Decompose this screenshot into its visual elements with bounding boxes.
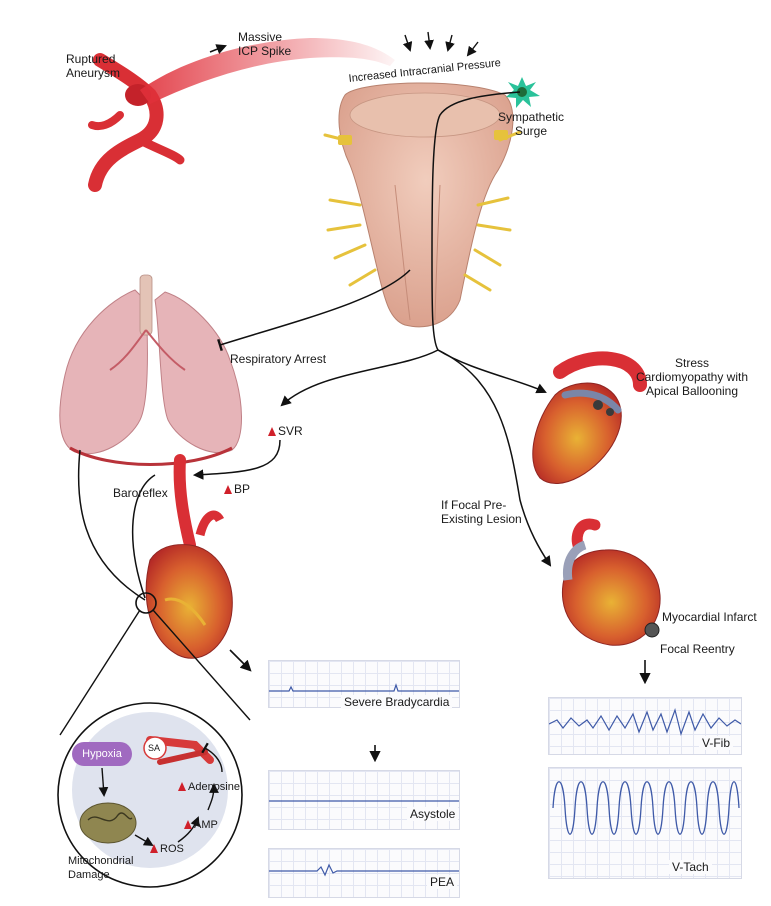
mitochondrial-damage-text: Mitochondrial Damage — [68, 855, 134, 881]
stress-cardiomyopathy-text: Stress Cardiomyopathy with Apical Balloo… — [635, 356, 749, 398]
asystole-label: Asystole — [407, 807, 459, 821]
stress-cardiomyopathy-label: Stress Cardiomyopathy with Apical Balloo… — [630, 356, 754, 398]
ros-increase-icon — [150, 844, 158, 853]
ecg-trace-vtach — [552, 781, 740, 835]
severe-bradycardia-label: Severe Bradycardia — [341, 695, 453, 709]
sympathetic-burst — [506, 77, 540, 108]
icp-spike-arrow — [209, 44, 227, 54]
adenosine-label: Adenosine — [178, 780, 240, 794]
ecg-trace-asystole — [269, 800, 459, 802]
ecg-v-tach: V-Tach — [548, 767, 742, 879]
icp-spike-glow — [140, 38, 395, 104]
myocardial-infarct-label: Myocardial Infarct — [662, 610, 757, 624]
pea-label: PEA — [427, 875, 458, 889]
v-tach-label: V-Tach — [669, 860, 712, 874]
svr-increase-icon — [268, 427, 276, 436]
bp-text: BP — [234, 482, 251, 496]
ros-label: ROS — [150, 842, 184, 856]
adenosine-text: Adenosine — [188, 781, 240, 793]
ruptured-aneurysm-text: Ruptured Aneurysm — [66, 52, 121, 80]
pressure-arrows — [402, 31, 479, 57]
focal-reentry-label: Focal Reentry — [660, 642, 735, 656]
heart-focal-lesion — [561, 518, 661, 646]
adenosine-increase-icon — [178, 782, 186, 791]
ecg-severe-bradycardia: Severe Bradycardia — [268, 660, 460, 709]
sympathetic-surge-text: Sympathetic Surge — [497, 110, 565, 138]
sympathetic-surge-label: Sympathetic Surge — [493, 110, 569, 138]
ecg-pea: PEA — [268, 848, 460, 898]
amp-increase-icon — [184, 820, 192, 829]
amp-text: AMP — [194, 819, 218, 831]
hypoxia-label: Hypoxia — [82, 748, 122, 760]
bp-label: BP — [224, 482, 250, 496]
ecg-trace-bradycardia — [269, 683, 459, 692]
massive-icp-spike-label: Massive ICP Spike — [238, 30, 298, 58]
bp-increase-icon — [224, 485, 232, 494]
massive-icp-spike-text: Massive ICP Spike — [238, 30, 292, 58]
ros-text: ROS — [160, 843, 184, 855]
lungs — [59, 274, 242, 466]
amp-label: AMP — [184, 818, 218, 832]
mitochondrial-damage-label: Mitochondrial Damage — [68, 854, 152, 882]
ecg-asystole: Asystole — [268, 770, 460, 830]
ecg-v-fib: V-Fib — [548, 697, 742, 755]
focal-lesion-label: If Focal Pre-Existing Lesion — [441, 498, 525, 526]
svr-text: SVR — [278, 424, 303, 438]
ecg-trace-pea — [269, 863, 459, 877]
baroreflex-label: Baroreflex — [113, 486, 168, 500]
respiratory-arrest-label: Respiratory Arrest — [230, 352, 327, 366]
heart-stress-cardiomyopathy — [532, 351, 647, 484]
heart-center — [145, 454, 233, 659]
v-fib-label: V-Fib — [699, 736, 734, 750]
pathway-lines — [77, 91, 552, 601]
ruptured-aneurysm-artery — [88, 53, 185, 192]
brainstem — [323, 82, 522, 328]
ecg-trace-vfib — [549, 707, 741, 737]
ruptured-aneurysm-label: Ruptured Aneurysm — [66, 52, 146, 80]
focal-lesion-text: If Focal Pre-Existing Lesion — [441, 498, 522, 526]
sa-node-label: SA — [148, 743, 161, 753]
heart-to-ecg-arrow — [229, 649, 252, 672]
sa-node-magnifier — [57, 592, 251, 888]
svr-label: SVR — [268, 424, 303, 438]
